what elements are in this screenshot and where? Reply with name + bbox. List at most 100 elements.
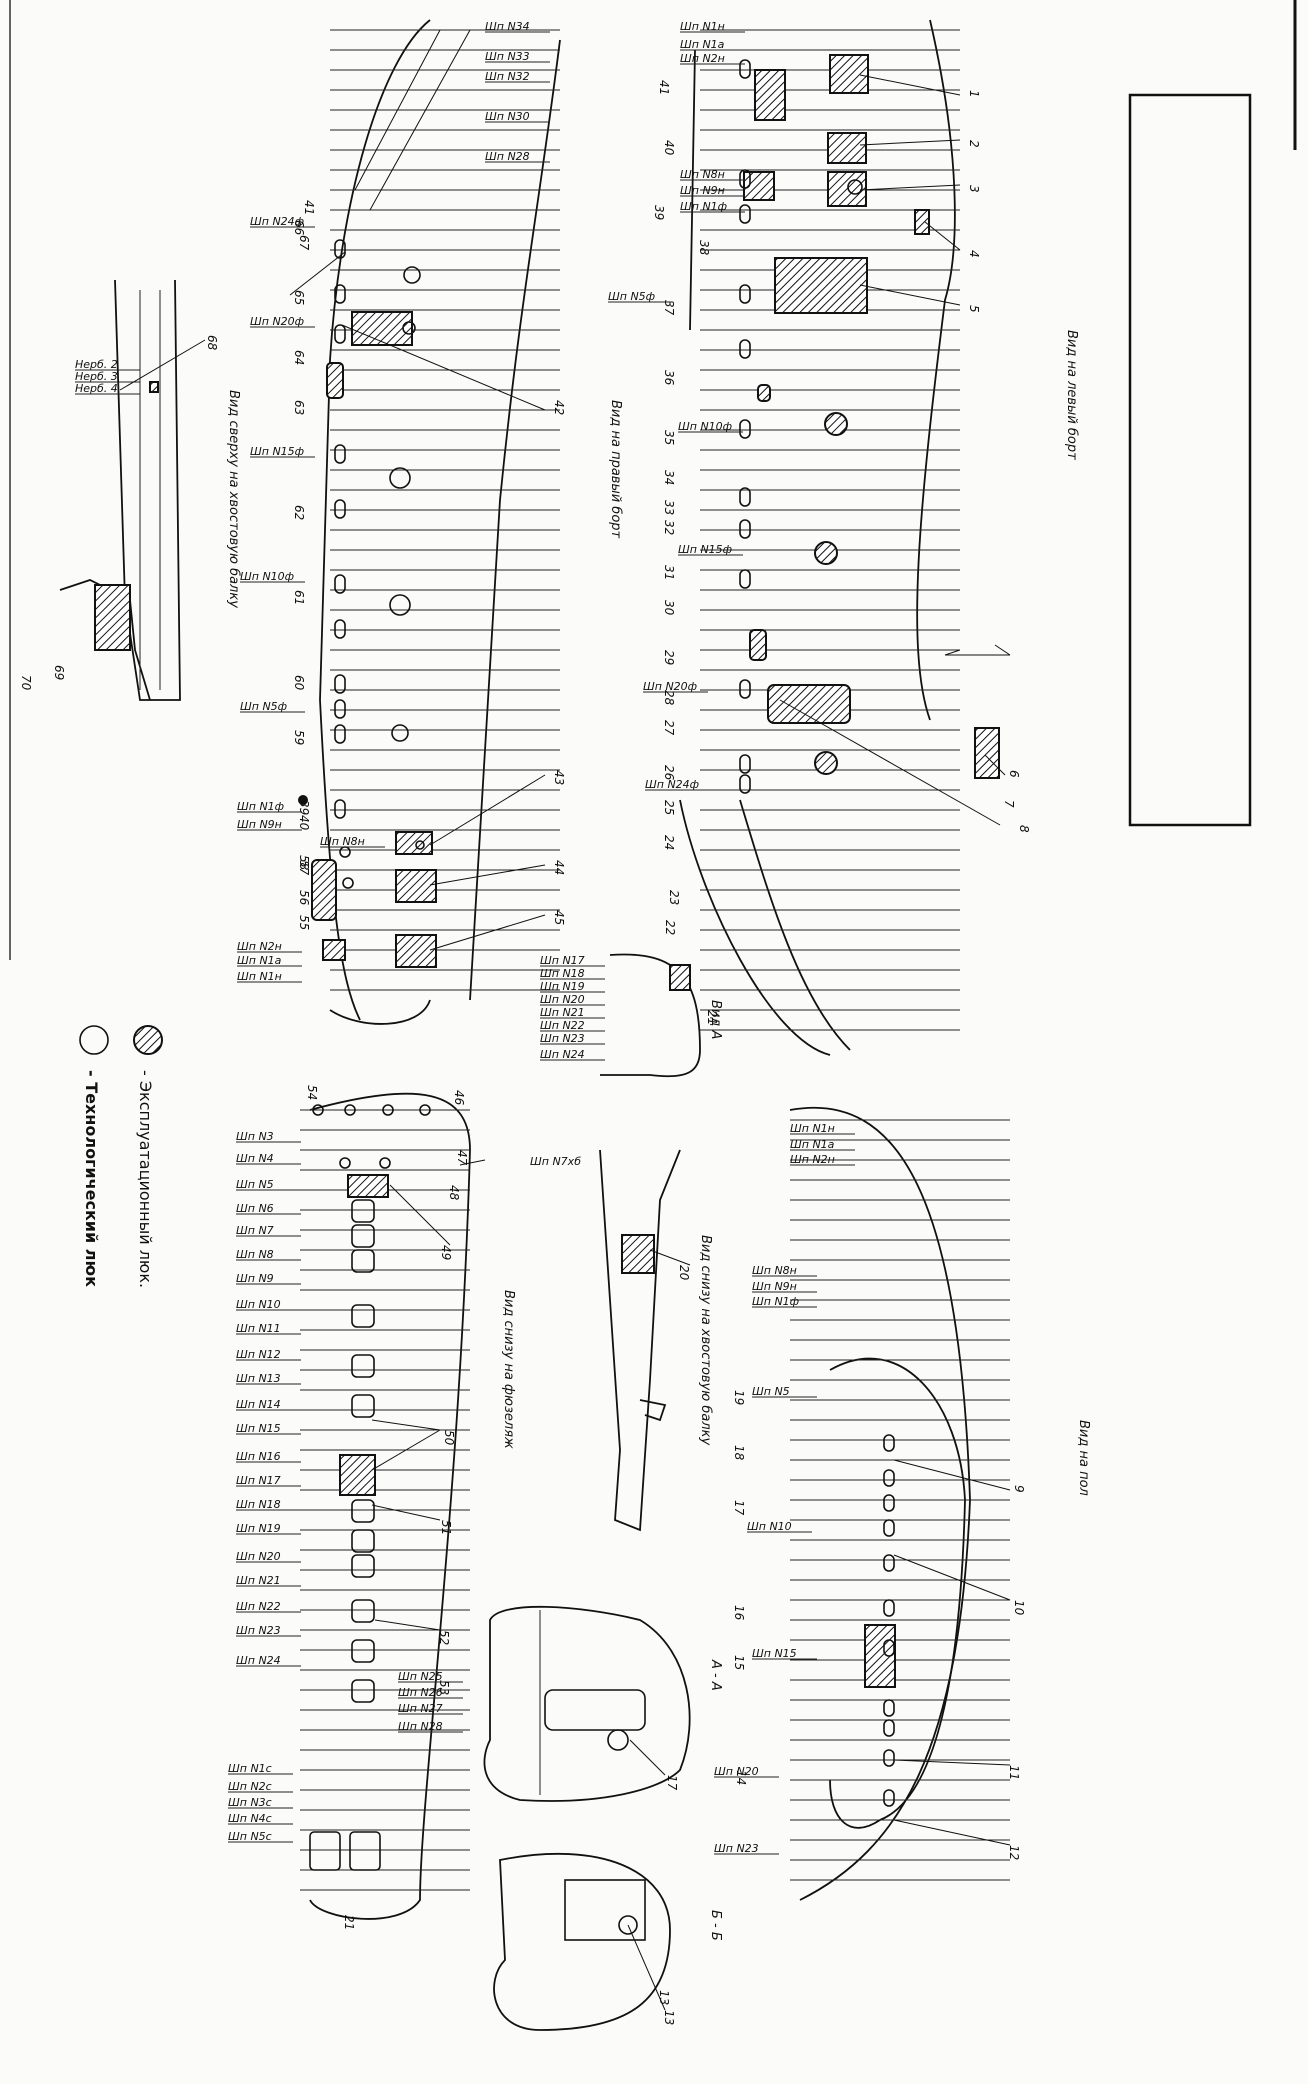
frame-label: Шп N10: [236, 1298, 281, 1311]
frame-label: Шп N30: [485, 110, 530, 123]
hatch-27: [767, 684, 851, 724]
hatch-69: [94, 584, 131, 651]
frame-label: Шп N24ф: [645, 778, 699, 791]
callout: 43: [552, 770, 566, 785]
frame-label: Шп N10ф: [678, 420, 732, 433]
callout: 17: [665, 1775, 679, 1791]
callout: 51: [439, 1520, 453, 1535]
callout: 60: [292, 675, 306, 691]
frame-label: Шп N1н: [680, 20, 725, 33]
callout: 5: [967, 305, 981, 313]
view-title-left-side: Вид на левый борт: [1064, 330, 1079, 460]
callout: 8: [1017, 825, 1031, 833]
hatch-5: [774, 257, 868, 314]
frame-label: Шп N8н: [680, 168, 725, 181]
frame-label: Шп N11: [236, 1322, 281, 1335]
callout: 61: [292, 590, 306, 605]
frame-label: Шп N2н: [790, 1153, 835, 1166]
callout: 52: [437, 1630, 451, 1645]
callout: 37: [662, 300, 676, 316]
hatch-64: [326, 362, 344, 399]
frame-label: Шп N19: [236, 1522, 281, 1535]
callout: 46: [452, 1090, 466, 1106]
callout: 50: [442, 1430, 456, 1446]
frame-label: Шп N5ф: [608, 290, 655, 303]
frame-label: Шп N20: [540, 993, 585, 1006]
frame-label: Шп N19: [540, 980, 585, 993]
callout: 25: [662, 800, 676, 815]
frame-label: Шп N9: [236, 1272, 274, 1285]
callout: 13: [657, 1990, 671, 2005]
frame-label: Шп N10: [747, 1520, 792, 1533]
frame-label: Шп N1ф: [680, 200, 727, 213]
frame-label: Шп N21: [236, 1574, 281, 1587]
callout: 4: [967, 250, 981, 258]
floor-view: [789, 1106, 1010, 1901]
callout: 66: [292, 220, 306, 236]
frame-label: Шп N8н: [752, 1264, 797, 1277]
callout: 69: [52, 665, 66, 680]
frame-label: Шп N23: [236, 1624, 281, 1637]
frame-label: Шп N15ф: [250, 445, 304, 458]
frame-label: Шп N6: [236, 1202, 274, 1215]
legend-operational: - Эксплуатационный люк.: [136, 1070, 155, 1288]
frame-label: Шп N16: [236, 1450, 281, 1463]
frame-label: Шп N23: [540, 1032, 585, 1045]
callout: 53: [437, 1680, 451, 1695]
callout: 21: [342, 1915, 356, 1930]
callout: 3: [967, 185, 981, 193]
callout: 70: [19, 675, 33, 691]
frame-label: Шп N5: [752, 1385, 790, 1398]
frame-label: Шп N7: [236, 1224, 274, 1237]
frame-label: Шп N33: [485, 50, 530, 63]
frame-label: Шп N8н: [320, 835, 365, 848]
callout: 39: [297, 800, 311, 815]
callout: 29: [662, 650, 676, 665]
frame-label: Шп N20: [236, 1550, 281, 1563]
hatch-55: [322, 939, 346, 961]
frame-label: Шп N8: [236, 1248, 274, 1261]
callout: 42: [552, 400, 566, 415]
callout: 32: [662, 520, 676, 535]
callout: 26: [662, 765, 676, 781]
hatch-41: [754, 69, 786, 121]
frame-label: Шп N20ф: [250, 315, 304, 328]
frame-label: Шп N27: [398, 1702, 443, 1715]
callout: 56: [297, 890, 311, 906]
callout: 18: [732, 1445, 746, 1461]
callout: 19: [732, 1390, 746, 1405]
frame-label: Шп N1а: [237, 954, 282, 967]
callout: 11: [1007, 1765, 1021, 1780]
frame-label: Шп N26: [398, 1686, 443, 1699]
frame-label: Шп N4: [236, 1152, 274, 1165]
technological-hatch-symbol: [79, 1025, 109, 1055]
hatch-39: [743, 171, 775, 201]
frame-label: Шп N1ф: [237, 800, 284, 813]
callout: 15: [732, 1655, 746, 1670]
hatch-22: [669, 964, 691, 991]
frame-label: Шп N9н: [680, 184, 725, 197]
bottom-tail-view: [599, 1149, 681, 1532]
frame-label: Шп N3c: [228, 1796, 272, 1809]
callout: 38: [697, 240, 711, 256]
callout: 22: [663, 920, 677, 935]
rib-label: Нерб. 4: [75, 382, 118, 395]
callout: 63: [292, 400, 306, 415]
callout: 33: [662, 500, 676, 515]
bottom-fuselage-view: [300, 1092, 471, 1920]
rib-label: Нерб. 3: [75, 370, 118, 383]
frame-label: Шп N21: [540, 1006, 585, 1019]
hatch-3: [827, 171, 867, 207]
callout: 1: [967, 90, 981, 98]
callout: 2: [967, 140, 981, 148]
callout: 41: [302, 200, 316, 215]
legend-operational-text: - Эксплуатационный люк.: [136, 1070, 155, 1288]
callout: 27: [662, 720, 676, 736]
callout: 16: [732, 1605, 746, 1621]
callout: 24: [662, 835, 676, 850]
frame-label: Шп N15ф: [678, 543, 732, 556]
frame-label: Шп N22: [236, 1600, 281, 1613]
callout: 9: [1012, 1485, 1026, 1493]
frame-label: Шп N18: [540, 967, 585, 980]
